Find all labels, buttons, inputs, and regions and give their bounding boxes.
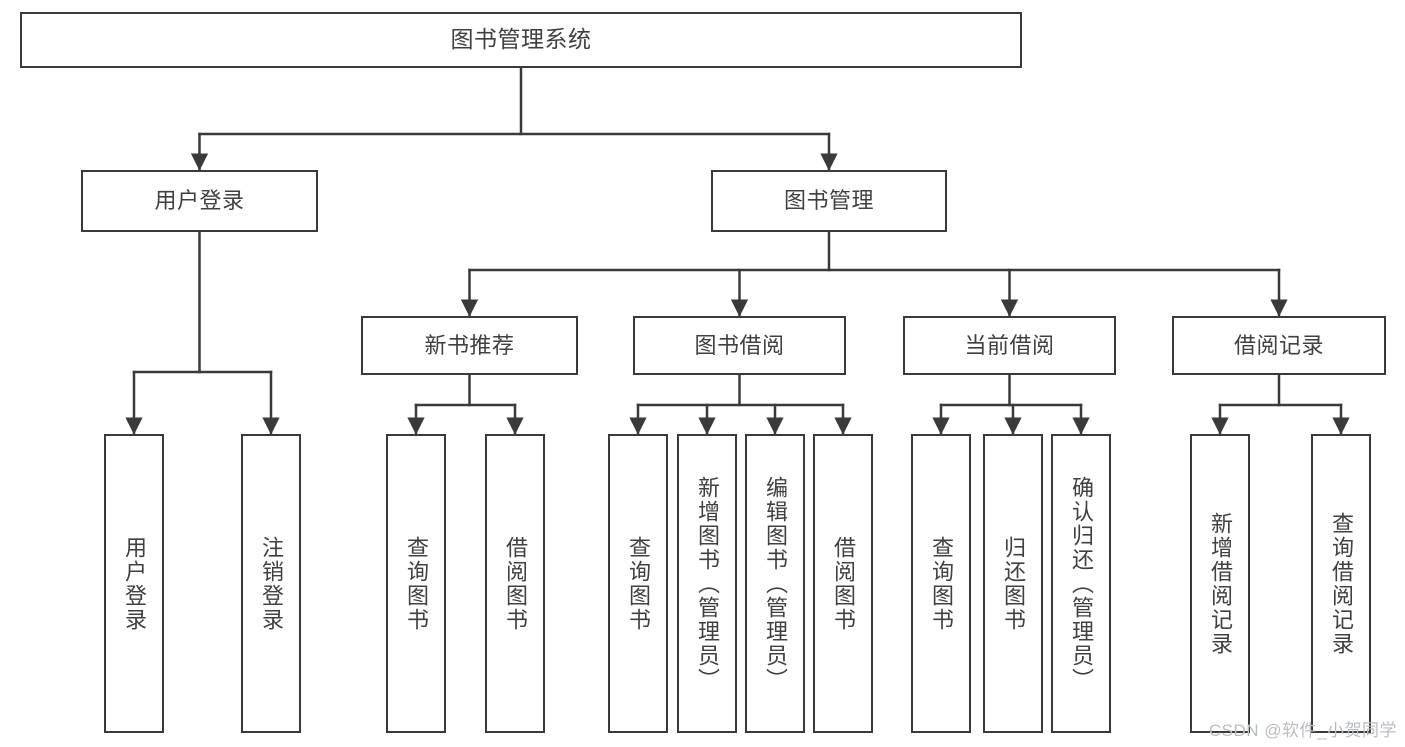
leaf-confirm-return-admin[interactable]: 确认归还（管理员） [1051,434,1111,733]
leaf-query-book-current[interactable]: 查询图书 [911,434,971,733]
leaf-user-logout[interactable]: 注销登录 [241,434,301,733]
node-label: 查询图书 [928,535,954,632]
node-label: 新增图书（管理员） [694,475,720,692]
node-new-book-recommendation[interactable]: 新书推荐 [361,316,578,375]
node-label: 新增借阅记录 [1207,511,1233,656]
node-book-borrowing[interactable]: 图书借阅 [633,316,846,375]
leaf-add-borrowing-record[interactable]: 新增借阅记录 [1190,434,1250,733]
node-book-management[interactable]: 图书管理 [711,170,947,232]
leaf-user-login[interactable]: 用户登录 [104,434,164,733]
leaf-borrow-book[interactable]: 借阅图书 [813,434,873,733]
node-label: 新书推荐 [424,332,515,358]
node-label: 用户登录 [121,535,147,632]
node-label: 归还图书 [1000,535,1026,632]
node-label: 查询图书 [403,535,429,632]
node-label: 查询图书 [625,535,651,632]
node-root-book-management-system[interactable]: 图书管理系统 [20,12,1022,68]
node-label: 用户登录 [154,188,245,214]
node-label: 借阅图书 [830,535,856,632]
leaf-return-book[interactable]: 归还图书 [983,434,1043,733]
node-label: 图书借阅 [694,332,785,358]
leaf-add-book-admin[interactable]: 新增图书（管理员） [677,434,737,733]
node-label: 图书管理 [783,188,874,214]
leaf-query-borrowing-record[interactable]: 查询借阅记录 [1311,434,1371,733]
node-label: 查询借阅记录 [1328,511,1354,656]
node-label: 确认归还（管理员） [1068,475,1094,692]
leaf-borrow-book-recommendation[interactable]: 借阅图书 [485,434,545,733]
node-label: 当前借阅 [964,332,1055,358]
leaf-query-book-recommendation[interactable]: 查询图书 [386,434,446,733]
csdn-watermark: CSDN @软件_小贺同学 [1208,721,1397,740]
leaf-edit-book-admin[interactable]: 编辑图书（管理员） [745,434,805,733]
leaf-query-book-borrowing[interactable]: 查询图书 [608,434,668,733]
node-user-login[interactable]: 用户登录 [81,170,318,232]
node-label: 图书管理系统 [450,26,592,53]
node-borrowing-records[interactable]: 借阅记录 [1172,316,1386,375]
node-current-borrowing[interactable]: 当前借阅 [903,316,1116,375]
node-label: 借阅记录 [1233,332,1324,358]
node-label: 编辑图书（管理员） [762,475,788,692]
node-label: 注销登录 [258,535,284,632]
node-label: 借阅图书 [502,535,528,632]
